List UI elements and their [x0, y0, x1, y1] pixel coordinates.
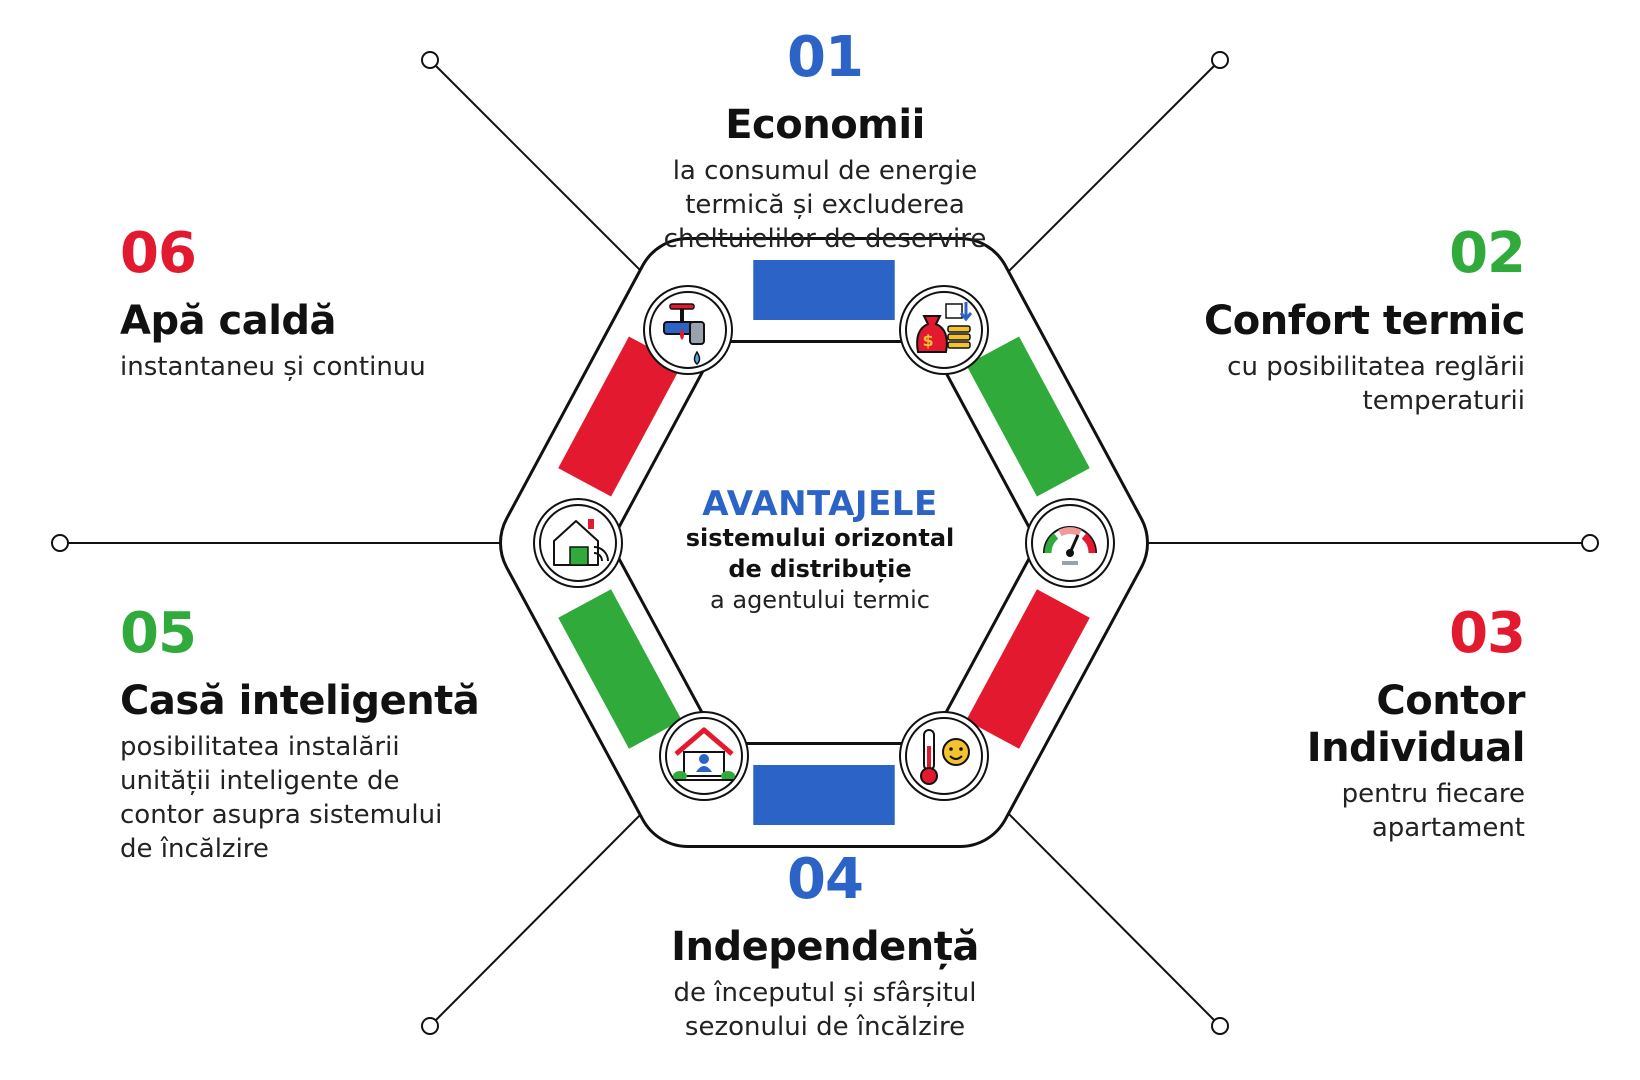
connector-line-top-left	[429, 59, 661, 291]
advantage-03: 03 Contor Individual pentru fiecare apar…	[1065, 601, 1526, 846]
description-line: la consumul de energie	[672, 156, 978, 187]
hexagon-segments	[558, 260, 1090, 825]
connector-lines	[60, 59, 1590, 1027]
center-line-3: a agentului termic	[710, 585, 930, 614]
gauge-icon	[1043, 526, 1097, 565]
thermometer-icon	[920, 729, 970, 785]
endpoint-bottom-right	[1211, 1017, 1229, 1035]
segment-lower-left	[558, 589, 682, 749]
description-line: sezonului de încălzire	[684, 1011, 966, 1042]
description-line: contor asupra sistemului	[120, 799, 443, 830]
water-tap-icon	[663, 303, 705, 365]
money-savings-icon: $	[916, 302, 973, 353]
center-heading: AVANTAJELE	[702, 484, 938, 524]
advantage-number: 01	[787, 25, 864, 90]
advantage-description: instantaneu și continuu	[120, 351, 540, 385]
advantage-title: Independență	[671, 924, 979, 970]
advantage-title: Casă inteligentă	[120, 678, 480, 724]
description-line: apartament	[1371, 813, 1525, 844]
connector-line-top-right	[989, 59, 1221, 291]
advantage-title: Contor Individual	[1306, 678, 1526, 772]
advantage-04: 04 Independență de începutul și sfârșitu…	[610, 852, 1040, 1045]
advantage-title: Apă caldă	[120, 298, 337, 344]
description-line: pentru fiecare	[1341, 779, 1525, 810]
advantage-number: 05	[120, 601, 197, 666]
advantage-02: 02 Confort termic cu posibilitatea reglă…	[1065, 221, 1526, 419]
connector-endpoints	[51, 51, 1599, 1035]
segment-upper-right	[966, 336, 1090, 497]
description-line: termică și excluderea	[685, 189, 965, 220]
description-line: posibilitatea instalării	[120, 732, 400, 763]
advantage-01: 01 Economii la consumul de energie termi…	[620, 30, 1030, 257]
advantage-06: 06 Apă caldă instantaneu și continuu	[120, 226, 540, 385]
description-line: cheltuielilor de deservire	[663, 223, 987, 254]
center-line-2: de distribuție	[728, 555, 912, 584]
icon-circle-02	[1031, 504, 1109, 582]
advantage-number: 02	[1449, 221, 1526, 286]
endpoint-top-left	[421, 51, 439, 69]
advantage-number: 06	[120, 221, 197, 286]
advantage-description: cu posibilitatea reglării temperaturii	[1065, 351, 1525, 419]
center-line-1: sistemului orizontal	[685, 524, 955, 553]
segment-upper-left	[558, 336, 682, 497]
description-line: unității inteligente de	[120, 765, 400, 796]
advantage-number: 04	[787, 847, 864, 912]
endpoint-bottom-left	[421, 1017, 439, 1035]
smart-home-icon	[553, 519, 609, 566]
description-line: de încălzire	[120, 833, 269, 864]
advantage-description: posibilitatea instalării unității inteli…	[120, 731, 570, 866]
connector-line-bottom-right	[989, 794, 1221, 1027]
advantage-title: Confort termic	[1203, 298, 1526, 344]
advantage-title: Economii	[725, 102, 925, 148]
home-user-icon	[673, 727, 735, 781]
description-line: cu posibilitatea reglării	[1227, 352, 1525, 383]
endpoint-top-right	[1211, 51, 1229, 69]
description-line: de începutul și sfârșitul	[673, 978, 977, 1009]
endpoint-right	[1581, 534, 1599, 552]
center-caption: AVANTAJELE sistemului orizontal de distr…	[660, 484, 980, 616]
advantage-description: pentru fiecare apartament	[1065, 778, 1525, 846]
advantage-number: 03	[1449, 601, 1526, 666]
connector-line-bottom-left	[429, 794, 661, 1027]
advantage-05: 05 Casă inteligentă posibilitatea instal…	[120, 606, 570, 866]
advantage-description: de începutul și sfârșitul sezonului de î…	[610, 977, 1040, 1045]
endpoint-left	[51, 534, 69, 552]
description-line: temperaturii	[1362, 385, 1525, 416]
advantage-description: la consumul de energie termică și exclud…	[620, 155, 1030, 256]
segment-lower-right	[966, 589, 1090, 749]
svg-text:$: $	[922, 331, 933, 350]
description-line: instantaneu și continuu	[120, 352, 426, 383]
